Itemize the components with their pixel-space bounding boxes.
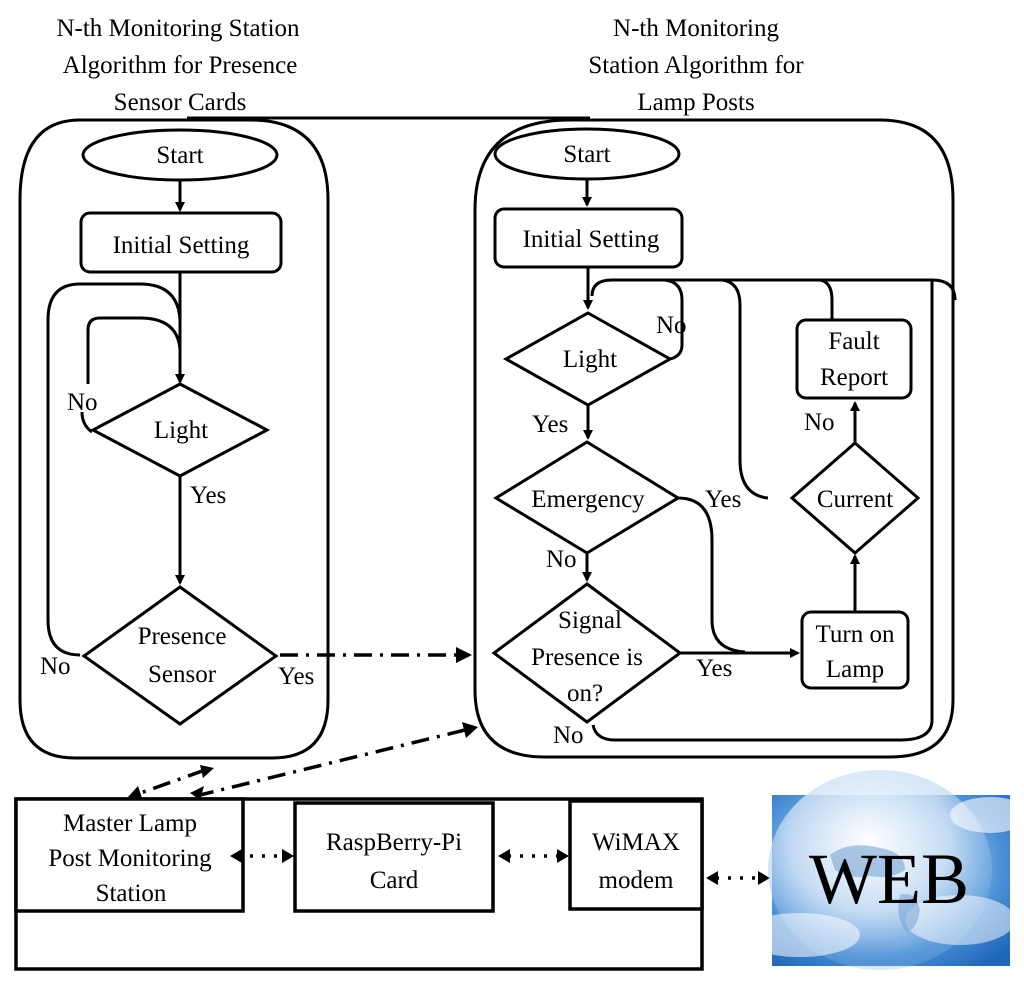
- right-current-decision[interactable]: [789, 441, 921, 555]
- right-signal-yes-label: Yes: [696, 655, 732, 682]
- left-light-no-tail: [80, 411, 93, 434]
- right-container: [473, 118, 955, 759]
- master-station-box[interactable]: [14, 797, 245, 913]
- left-presence-no-loop: [46, 282, 182, 657]
- left-presence-no-label: No: [40, 653, 71, 680]
- right-fault-return: [819, 278, 834, 320]
- left-presence-sensor-decision[interactable]: [81, 585, 279, 726]
- cloud-shape: [905, 895, 1015, 945]
- left-presence-label-line-1: Presence: [138, 623, 227, 650]
- right-panel: N-th Monitoring Station Algorithm for La…: [473, 15, 957, 759]
- left-presence-yes-label: Yes: [278, 663, 314, 690]
- left-presence-label-line-2: Sensor: [148, 661, 217, 688]
- right-emergency-yes-line: [677, 496, 746, 654]
- right-light-label: Light: [563, 346, 617, 373]
- master-link-arrowhead-1: [190, 786, 204, 800]
- presence-to-lamp-arrowhead: [456, 647, 472, 663]
- right-current-yes-loop: [721, 278, 769, 500]
- wimax-web-arrow-left: [706, 871, 718, 885]
- master-line-3: Station: [96, 880, 167, 907]
- raspberry-wimax-arrow-right: [557, 849, 569, 863]
- left-title-line-2: Algorithm for Presence: [63, 52, 298, 79]
- left-title-line-1: N-th Monitoring Station: [56, 15, 300, 42]
- right-signal-label-line-2: Presence is: [531, 644, 643, 671]
- right-turn-on-lamp-line-1: Turn on: [816, 621, 895, 648]
- right-emergency-label: Emergency: [531, 486, 645, 513]
- raspberry-line-2: Card: [370, 867, 419, 894]
- master-link-arrowhead-2: [128, 786, 142, 798]
- right-fault-report-line-1: Fault: [828, 328, 879, 355]
- right-signal-no-loop: [591, 280, 934, 742]
- master-raspberry-arrow-right: [282, 849, 294, 863]
- wimax-modem-box[interactable]: [568, 799, 704, 911]
- master-line-1: Master Lamp: [63, 810, 197, 837]
- right-start-label: Start: [563, 141, 610, 168]
- wimax-line-2: modem: [599, 867, 675, 894]
- left-light-yes-label: Yes: [190, 482, 226, 509]
- bottom-system: Master Lamp Post Monitoring Station Rasp…: [14, 797, 770, 971]
- right-fault-report-node[interactable]: [795, 318, 913, 400]
- right-emergency-yes-label: Yes: [705, 486, 741, 513]
- wimax-line-1: WiMAX: [592, 829, 680, 856]
- right-title-line-1: N-th Monitoring: [613, 15, 779, 42]
- master-raspberry-arrow-left: [230, 849, 242, 863]
- left-light-label: Light: [154, 417, 208, 444]
- right-light-yes-label: Yes: [532, 411, 568, 438]
- right-turn-on-lamp-line-2: Lamp: [826, 656, 884, 683]
- web-image[interactable]: WEB: [740, 770, 1024, 970]
- wimax-web-arrow-right: [758, 871, 770, 885]
- left-start-node[interactable]: [81, 128, 279, 182]
- right-light-no-label: No: [656, 312, 687, 339]
- sensor-to-master-link: [134, 768, 206, 797]
- right-top-return-line: [590, 278, 957, 301]
- left-initial-setting-label: Initial Setting: [113, 232, 250, 259]
- right-current-label: Current: [817, 486, 893, 513]
- sensor-link-arrowhead: [200, 765, 214, 778]
- raspberry-wimax-arrow-left: [498, 849, 510, 863]
- left-start-label: Start: [156, 142, 203, 169]
- continent-shape: [898, 894, 920, 931]
- right-current-no-label: No: [804, 409, 835, 436]
- right-fault-report-line-2: Report: [820, 364, 888, 391]
- left-container: [18, 118, 330, 760]
- right-signal-presence-decision[interactable]: [491, 582, 683, 724]
- right-signal-no-label: No: [553, 722, 584, 749]
- lamp-to-master-link: [199, 728, 466, 797]
- right-start-node[interactable]: [493, 127, 681, 181]
- web-label: WEB: [809, 839, 969, 919]
- left-title-line-3: Sensor Cards: [114, 89, 247, 116]
- right-signal-label-line-3: on?: [567, 680, 603, 707]
- raspberry-line-1: RaspBerry-Pi: [326, 829, 462, 856]
- continent-shape: [830, 845, 905, 878]
- right-title-line-2: Station Algorithm for: [588, 52, 804, 79]
- raspberry-pi-box[interactable]: [293, 801, 495, 913]
- right-light-no-loop: [664, 278, 684, 361]
- master-line-2: Post Monitoring: [48, 845, 212, 872]
- right-title-line-3: Lamp Posts: [637, 89, 754, 116]
- left-light-no-loop: [86, 316, 182, 384]
- lamp-link-arrowhead: [462, 722, 478, 738]
- right-initial-setting-label: Initial Setting: [523, 226, 660, 253]
- right-signal-label-line-1: Signal: [558, 607, 622, 634]
- cloud-shape: [740, 913, 860, 957]
- left-light-no-label: No: [67, 389, 98, 416]
- left-panel: N-th Monitoring Station Algorithm for Pr…: [18, 15, 590, 760]
- cloud-shape: [950, 797, 1024, 833]
- right-emergency-no-label: No: [546, 546, 577, 573]
